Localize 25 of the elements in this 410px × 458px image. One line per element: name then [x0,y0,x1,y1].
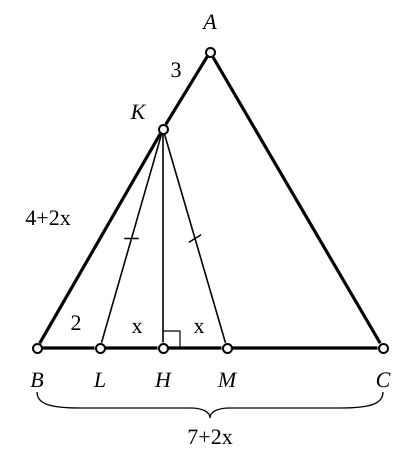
line-segment [162,134,164,342]
point-label: B [30,369,44,391]
line-segment [164,56,208,126]
point-marker [32,342,42,354]
length-label: 7+2x [187,426,233,448]
line-segment [232,346,378,350]
point-marker [222,342,232,354]
line-segment [211,56,382,344]
point-label: A [203,11,217,33]
line-segment [106,346,158,350]
point-label: C [376,369,390,391]
line-segment [164,134,226,343]
line-segment [100,134,162,343]
point-marker [158,124,168,134]
point-marker [94,342,106,354]
line-segment [42,346,94,350]
point-marker [378,342,388,354]
point-label: H [155,369,171,391]
point-marker [158,342,168,354]
line-segment [38,132,162,344]
point-label: L [94,369,106,391]
point-label: M [218,369,236,391]
point-label: K [130,101,146,123]
line-segment [168,346,222,350]
point-marker [204,46,216,58]
